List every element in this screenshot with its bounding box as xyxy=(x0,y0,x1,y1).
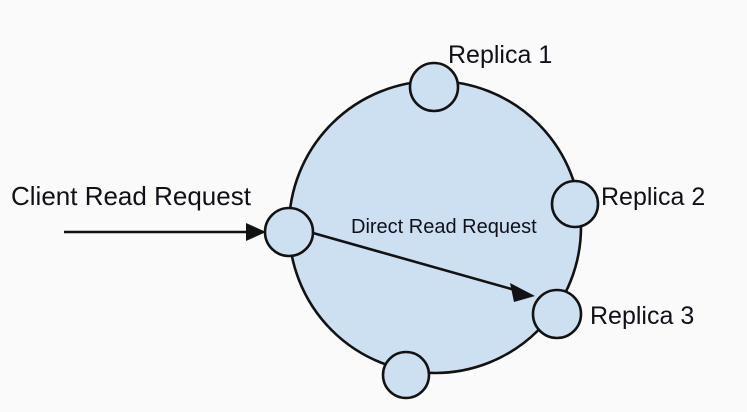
node-bottom[interactable] xyxy=(381,350,431,400)
node-coordinator[interactable] xyxy=(263,206,315,258)
edge-label-client-read-request: Client Read Request xyxy=(11,181,251,211)
node-replica-1[interactable] xyxy=(408,61,460,113)
edge-label-direct-read-request: Direct Read Request xyxy=(351,216,537,238)
client-read-request-arrow-head xyxy=(246,223,266,241)
direct-read-request-arrow-head xyxy=(510,283,535,302)
node-label-replica-1: Replica 1 xyxy=(448,41,553,69)
direct-read-request-arrow-line xyxy=(312,231,523,294)
node-label-replica-3: Replica 3 xyxy=(590,302,695,330)
node-replica-2[interactable] xyxy=(550,179,600,229)
node-label-replica-2: Replica 2 xyxy=(601,183,706,211)
node-replica-3[interactable] xyxy=(531,288,583,340)
